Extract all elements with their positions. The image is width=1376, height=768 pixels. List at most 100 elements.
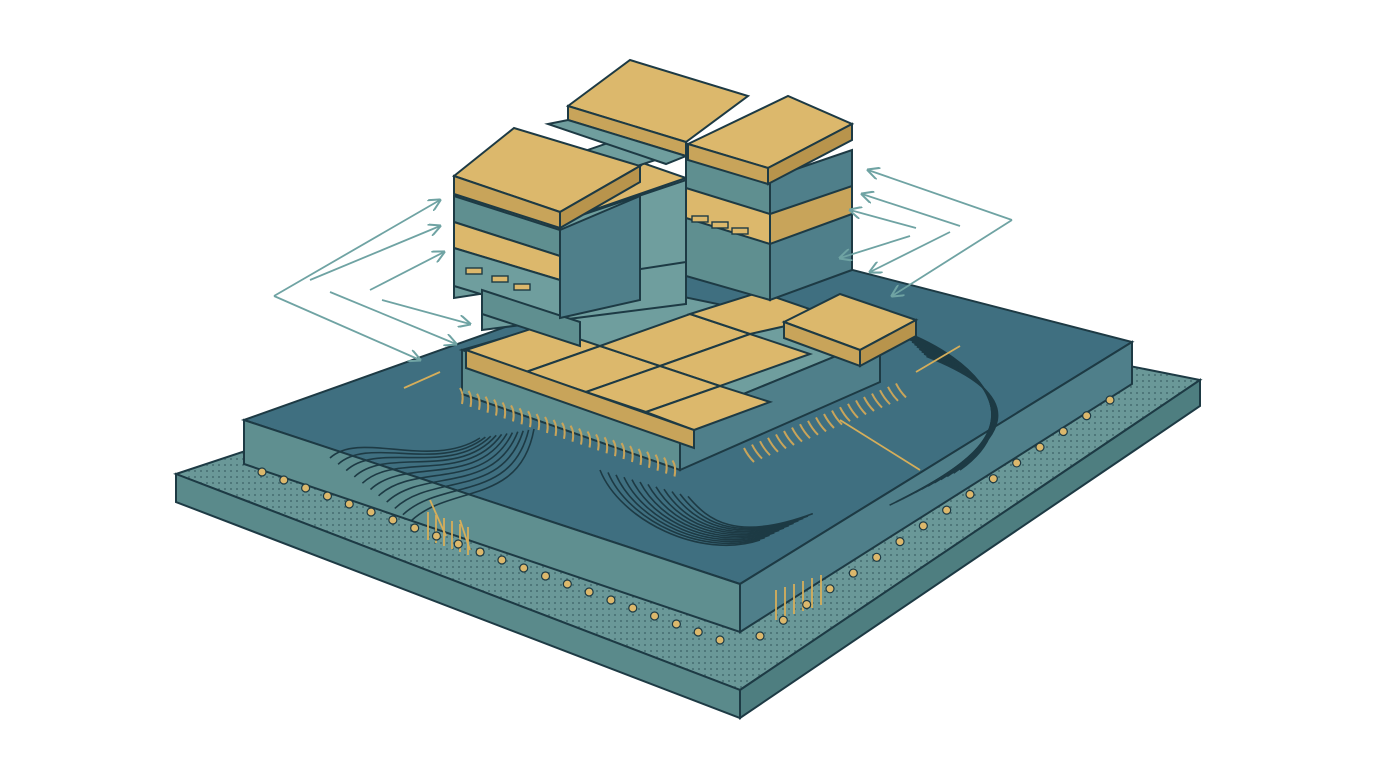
die-pin: [561, 422, 566, 439]
solder-bump: [693, 627, 703, 637]
solder-bump: [540, 571, 551, 581]
trace-line-center: [607, 472, 766, 545]
solder-bump: [1035, 442, 1045, 452]
solder-bump: [366, 507, 376, 517]
flow-arrow: [850, 210, 917, 229]
solder-bump: [606, 595, 616, 605]
stack-slot: [465, 267, 483, 275]
die-pin: [823, 413, 835, 429]
die-pin: [637, 448, 643, 466]
trace-line-center: [679, 493, 809, 530]
die-pin: [807, 420, 819, 436]
die-pin: [518, 407, 524, 425]
die-pin: [815, 416, 827, 433]
trace-line-left: [402, 429, 530, 516]
die-pin: [595, 433, 600, 451]
die-pin: [767, 437, 779, 453]
solder-bump: [802, 599, 812, 610]
solder-bump: [584, 587, 594, 597]
solder-bump: [344, 499, 354, 509]
right-gold-cap-right: [767, 122, 853, 186]
solder-bump: [649, 611, 660, 621]
die-pin: [791, 427, 803, 443]
trace-line-center: [647, 484, 790, 536]
solder-bump: [671, 619, 681, 629]
trace-line-left: [369, 433, 508, 491]
flow-arrow: [870, 231, 951, 272]
left-stack-front-4: [481, 288, 581, 348]
solder-bumps: [257, 395, 1115, 645]
trace-line-left: [410, 428, 535, 522]
stack-slots: [465, 215, 749, 291]
die-pin: [578, 428, 583, 445]
die-pin: [855, 399, 867, 416]
die-pin: [847, 403, 859, 419]
solder-bump: [388, 515, 398, 525]
gold-line: [839, 419, 921, 471]
die-pin: [552, 419, 558, 437]
solder-bump: [918, 521, 928, 531]
trace-line-left: [329, 437, 481, 459]
gold-signal-lines: [403, 345, 961, 620]
gold-tile-side: [465, 348, 695, 450]
left-stack-right-face: [559, 194, 641, 320]
trace-line-center: [687, 495, 814, 528]
die-pin: [646, 451, 651, 468]
die-pins-left: [459, 387, 677, 477]
solder-bump: [848, 568, 858, 578]
routing-traces: [329, 329, 999, 546]
data-flow-arrows: [273, 170, 1013, 360]
stack-slot: [731, 227, 749, 235]
flow-arrow: [840, 235, 911, 258]
die-pin: [484, 396, 490, 413]
trace-line-left: [345, 435, 492, 472]
die-pin: [603, 436, 609, 454]
die-pin: [501, 401, 507, 419]
solder-bump: [1058, 426, 1068, 437]
substrate-side-right: [739, 378, 1201, 720]
trace-line-center: [655, 486, 794, 534]
right-chiplet-right: [859, 318, 917, 368]
flow-arrow: [273, 200, 440, 297]
die-pin: [510, 404, 515, 422]
die-pin: [586, 430, 592, 448]
solder-bump: [988, 474, 998, 484]
solder-bump: [965, 489, 975, 499]
die-pin: [879, 389, 891, 405]
die-pin: [871, 393, 883, 409]
solder-bump: [431, 531, 442, 541]
trace-line-center: [615, 474, 770, 543]
die-pin: [783, 430, 795, 446]
flow-arrow: [868, 170, 1013, 221]
solder-bump: [825, 584, 835, 594]
die-pins-right: [743, 382, 907, 463]
solder-bump: [755, 631, 765, 641]
base-logic-die: [458, 290, 919, 477]
die-pin: [459, 387, 464, 405]
die-pin: [654, 454, 660, 471]
die-pin: [743, 447, 755, 463]
die-pin: [476, 393, 481, 410]
trace-line-center: [599, 469, 761, 546]
solder-bump: [562, 579, 572, 589]
solder-bump: [257, 467, 267, 477]
stack-slot: [513, 283, 531, 291]
die-pin: [569, 425, 575, 442]
flow-arrow: [369, 252, 444, 291]
trace-line-center: [639, 481, 785, 538]
trace-line-left: [361, 433, 503, 484]
trace-line-right: [889, 355, 999, 506]
solder-bump: [497, 555, 507, 565]
trace-line-left: [337, 436, 486, 465]
solder-bump: [519, 563, 529, 573]
die-pin: [863, 396, 875, 412]
die-pin: [751, 444, 763, 460]
trace-line-left: [386, 431, 519, 503]
trace-line-left: [353, 434, 497, 478]
solder-bump: [895, 536, 905, 547]
die-pin: [831, 410, 843, 426]
die-pin: [527, 410, 532, 428]
die-pin: [535, 413, 541, 431]
trace-line-center: [623, 476, 775, 541]
